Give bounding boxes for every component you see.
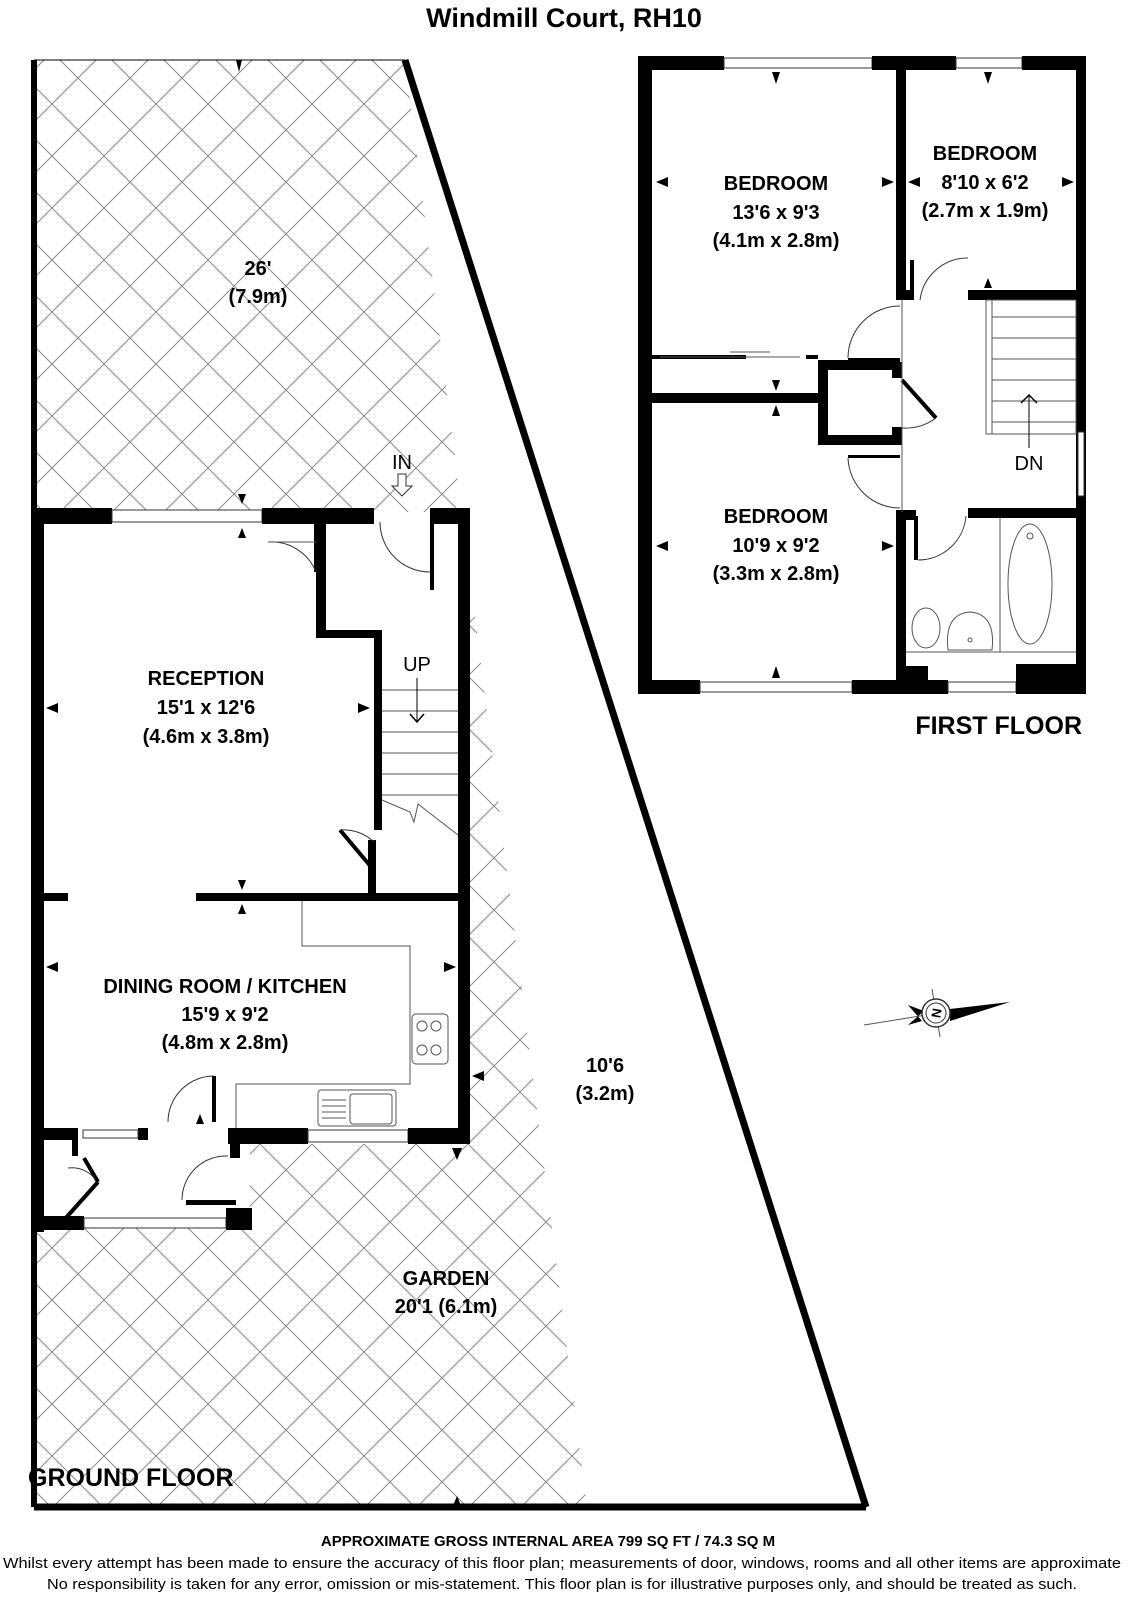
patio-dim-metric: (7.9m): [229, 286, 288, 308]
bathtub-icon: [1007, 523, 1053, 645]
window: [699, 681, 853, 693]
room-dim-imperial: 15'1 x 12'6: [157, 697, 256, 719]
room-dining-kitchen: DINING ROOM / KITCHEN 15'9 x 9'2 (4.8m x…: [103, 976, 346, 1054]
staircase: [985, 299, 1077, 448]
window: [955, 57, 1023, 69]
dimension-arrow: [238, 494, 246, 504]
gross-internal-area: APPROXIMATE GROSS INTERNAL AREA 799 SQ F…: [321, 1533, 775, 1550]
plan-title: Windmill Court, RH10: [426, 3, 702, 33]
first-floor-label: FIRST FLOOR: [915, 712, 1082, 740]
hob-icon: [411, 1013, 449, 1065]
washbasin-icon: [946, 611, 994, 651]
room-dim-metric: (2.7m x 1.9m): [922, 200, 1049, 222]
disclaimer-line-2: No responsibility is taken for any error…: [47, 1577, 1077, 1593]
room-name: BEDROOM: [933, 143, 1037, 165]
window: [947, 681, 1017, 693]
compass-label: N: [928, 1007, 944, 1019]
room-bedroom-2: BEDROOM 8'10 x 6'2 (2.7m x 1.9m): [922, 143, 1049, 222]
room-dim-imperial: 15'9 x 9'2: [181, 1004, 268, 1026]
stairs-down-label: DN: [1015, 453, 1044, 475]
patio-dim-imperial: 26': [244, 258, 271, 280]
toilet-icon: [911, 607, 941, 649]
sink-icon: [317, 1089, 397, 1127]
room-dim-imperial: 10'9 x 9'2: [732, 535, 819, 557]
north-compass-icon: N: [863, 988, 1010, 1038]
room-dim-metric: (3.3m x 2.8m): [713, 563, 840, 585]
dimension-arrow: [236, 60, 242, 72]
entrance-arrow-icon: [390, 473, 414, 497]
garden-name: GARDEN: [403, 1268, 490, 1290]
dimension-arrow: [452, 1496, 462, 1508]
room-name: RECEPTION: [148, 668, 265, 690]
dimension-arrow: [472, 1071, 484, 1081]
garden-dim: 20'1 (6.1m): [395, 1296, 498, 1318]
window: [82, 1129, 139, 1139]
room-name: BEDROOM: [724, 173, 828, 195]
staircase: [381, 678, 459, 836]
window: [83, 1217, 227, 1229]
room-dim-imperial: 13'6 x 9'3: [732, 202, 819, 224]
ground-floor-walls: [34, 473, 470, 1232]
dimension-arrow: [238, 528, 246, 538]
room-reception: RECEPTION 15'1 x 12'6 (4.6m x 3.8m): [143, 668, 270, 748]
disclaimer-line-1: Whilst every attempt has been made to en…: [3, 1556, 1121, 1572]
room-dim-metric: (4.8m x 2.8m): [162, 1032, 289, 1054]
entrance-label: IN: [392, 452, 412, 474]
window: [723, 57, 873, 69]
side-dim-imperial: 10'6: [586, 1055, 624, 1077]
room-name: BEDROOM: [724, 506, 828, 528]
room-bedroom-3: BEDROOM 10'9 x 9'2 (3.3m x 2.8m): [713, 506, 840, 585]
window: [307, 1129, 409, 1143]
dimension-arrow: [452, 1148, 462, 1160]
side-dim-metric: (3.2m): [576, 1083, 635, 1105]
room-bedroom-1: BEDROOM 13'6 x 9'3 (4.1m x 2.8m): [713, 173, 840, 252]
stairs-up-label: UP: [403, 654, 431, 676]
room-dim-imperial: 8'10 x 6'2: [941, 172, 1028, 194]
room-name: DINING ROOM / KITCHEN: [103, 976, 346, 998]
ground-floor-label: GROUND FLOOR: [28, 1464, 234, 1492]
first-floor-walls: [638, 56, 1086, 694]
garden: GARDEN 20'1 (6.1m): [395, 1268, 498, 1318]
window: [111, 509, 263, 523]
room-dim-metric: (4.1m x 2.8m): [713, 230, 840, 252]
outdoor-area: [31, 58, 870, 1511]
room-dim-metric: (4.6m x 3.8m): [143, 726, 270, 748]
window: [1077, 431, 1085, 497]
